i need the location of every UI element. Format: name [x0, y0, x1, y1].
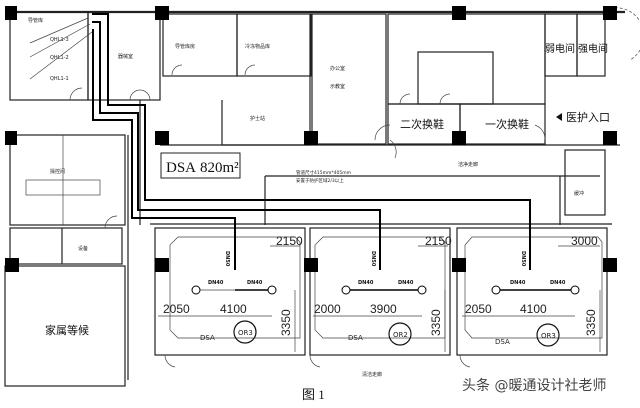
- label-equipment: 设备: [78, 245, 88, 252]
- dsa-label: DSA: [166, 160, 196, 176]
- duct-note-size: 管道尺寸415mm*405mm: [296, 169, 351, 176]
- label-strong-current: 强电间: [578, 42, 608, 55]
- label-family-waiting: 家属等候: [45, 323, 89, 337]
- pipe-left-label: DN40: [358, 280, 374, 286]
- pipe-right-label: DN40: [247, 280, 263, 286]
- label-office2: 示教室: [330, 83, 345, 90]
- duct-pipes: [29, 13, 531, 270]
- or-room-2: DN50 DN40 DN40 2150 2000 3900 3350 DSA O…: [313, 234, 452, 352]
- label-nurse-station: 护士站: [250, 115, 265, 122]
- dim-side: 3350: [279, 309, 293, 336]
- dsa-area-value: 820m²: [200, 160, 239, 176]
- dsa-area-box: DSA 820m²: [160, 152, 241, 179]
- label-equipment-room: 器械室: [118, 53, 133, 60]
- room-name: DSA: [495, 338, 510, 346]
- label-buffer: 缓冲: [574, 190, 584, 197]
- label-control-room: 操控间: [50, 168, 65, 175]
- pipe-left-label: DN40: [510, 280, 526, 286]
- room-name: DSA: [200, 334, 215, 342]
- dim-mid: 3900: [370, 302, 397, 316]
- label-first-shoe-change: 一次换鞋: [485, 117, 529, 131]
- pipe-main-label: DN50: [224, 251, 230, 267]
- label-staff-entrance: 医护入口: [566, 110, 610, 124]
- dim-top: 2150: [425, 234, 452, 248]
- label-qhl1-3: QHL1-3: [50, 37, 69, 43]
- room-name: DSA: [348, 334, 363, 342]
- pipe-left-label: DN40: [208, 280, 224, 286]
- watermark: 头条 @暖通设计社老师: [462, 377, 606, 394]
- dim-left: 2050: [465, 302, 492, 316]
- duct-note-position: 安置于防护区域2/3以上: [296, 177, 344, 184]
- entrance-arrow-icon: [556, 113, 562, 121]
- pipe-right-label: DN40: [398, 280, 414, 286]
- or-room-1: DN50 DN40 DN40 2150 2050 4100 3350 DSA O…: [158, 234, 303, 352]
- dim-mid: 4100: [220, 302, 247, 316]
- label-clean-corridor: 洁净走廊: [458, 161, 478, 168]
- label-weak-current: 弱电间: [545, 42, 575, 55]
- room-labels: 导管库 QHL1-3 QHL1-2 QHL1-1 器械室 导管库房 冷冻物品库 …: [28, 17, 610, 378]
- or-id-badge: OR2: [393, 331, 408, 339]
- dim-left: 2000: [314, 302, 341, 316]
- dim-mid: 4100: [520, 302, 547, 316]
- or-room-3: DN50 DN40 DN40 3000 2050 4100 3350 DSA O…: [462, 234, 601, 352]
- label-qhl1-1: QHL1-1: [50, 76, 69, 82]
- dim-top: 3000: [571, 234, 598, 248]
- figure-caption: 图 1: [302, 387, 325, 402]
- dim-left: 2050: [163, 302, 190, 316]
- label-office: 办公室: [330, 65, 345, 72]
- dim-side: 3350: [429, 309, 443, 336]
- or-id-badge: OR3: [541, 332, 556, 340]
- label-qhl1-2: QHL1-2: [50, 55, 69, 61]
- dim-top: 2150: [276, 234, 303, 248]
- label-frozen-store: 冷冻物品库: [245, 43, 270, 50]
- pipe-main-label: DN50: [370, 251, 376, 267]
- label-catheter-store: 导管库: [28, 17, 43, 24]
- label-dirty-corridor: 清洁走廊: [362, 371, 382, 378]
- structural-columns: [5, 6, 617, 272]
- label-catheter-storeroom: 导管库房: [175, 43, 195, 50]
- pipe-main-label: DN50: [520, 251, 526, 267]
- pipe-right-label: DN40: [550, 280, 566, 286]
- label-second-shoe-change: 二次换鞋: [400, 117, 444, 131]
- or-id-badge: OR3: [238, 329, 253, 337]
- dim-side: 3350: [584, 309, 598, 336]
